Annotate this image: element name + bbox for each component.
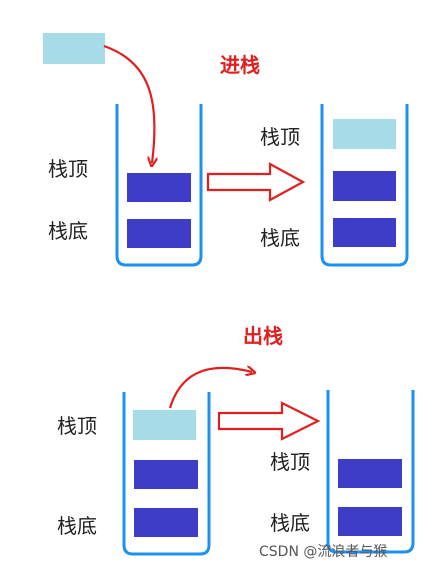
pop-curve-arrow	[168, 368, 252, 409]
pop-after-bottom-label: 栈底	[270, 511, 310, 535]
pop-before-bottom-label: 栈底	[57, 514, 97, 538]
push-before-element-bottom	[127, 219, 191, 248]
push-title: 进栈	[220, 53, 260, 77]
push-before-element-top	[127, 173, 191, 202]
pop-before-container	[122, 392, 211, 556]
push-after-bottom-label: 栈底	[260, 226, 300, 250]
pop-section: 出栈 栈顶 栈底 栈顶 栈底	[57, 324, 415, 556]
pop-before-element-middle	[134, 460, 198, 489]
pop-after-element-top	[338, 459, 402, 488]
push-after-top-label: 栈顶	[260, 125, 300, 149]
push-curve-arrow	[103, 44, 154, 163]
push-before-bottom-label: 栈底	[48, 219, 88, 243]
push-after-container	[320, 104, 409, 267]
push-after-element-bottom	[333, 218, 396, 247]
pop-before-top-label: 栈顶	[57, 414, 97, 438]
pop-after-element-bottom	[338, 507, 402, 536]
push-after-element-middle	[333, 171, 396, 201]
watermark: CSDN @流浪者与猴	[259, 544, 387, 560]
push-transition-arrow	[206, 162, 306, 202]
push-section: 进栈 栈顶 栈底 栈顶 栈底	[43, 33, 409, 267]
pop-after-container	[326, 390, 415, 554]
push-incoming-element	[43, 33, 105, 64]
pop-before-element-top	[133, 410, 196, 440]
pop-transition-arrow	[217, 401, 321, 441]
pop-after-top-label: 栈顶	[270, 450, 310, 474]
push-before-top-label: 栈顶	[48, 157, 88, 181]
pop-title: 出栈	[243, 324, 283, 348]
push-before-container	[115, 104, 203, 267]
push-after-element-new	[333, 119, 396, 149]
pop-before-element-bottom	[134, 508, 198, 537]
